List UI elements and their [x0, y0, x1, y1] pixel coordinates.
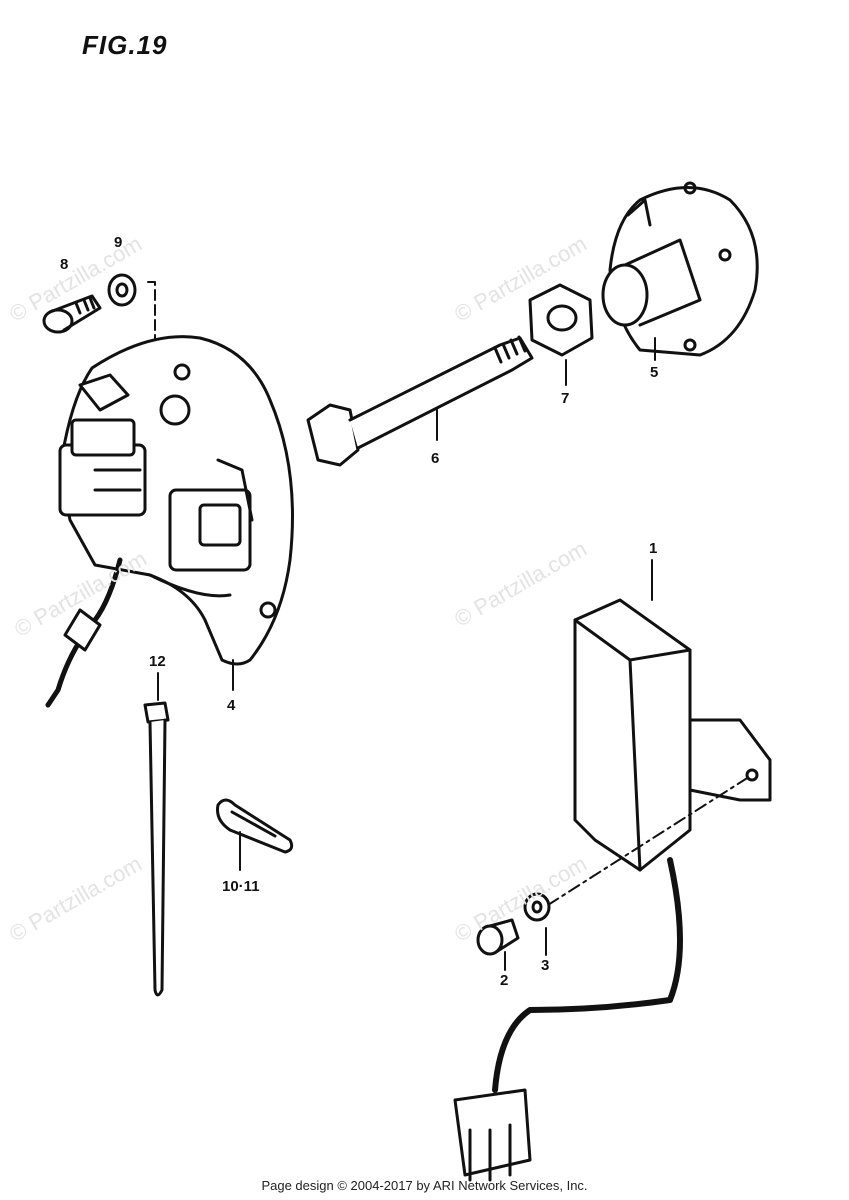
- part-1-igniter: [453, 598, 772, 1182]
- part-8-screw: [42, 294, 102, 334]
- part-7-nut: [528, 283, 594, 357]
- callout-12: 12: [149, 653, 166, 670]
- part-3-washer: [523, 892, 551, 922]
- part-2-screw: [476, 918, 520, 956]
- part-5-advancer: [601, 181, 759, 357]
- callout-3: 3: [541, 957, 550, 974]
- callout-8: 8: [60, 256, 69, 273]
- part-10-11-clamp: [216, 798, 294, 854]
- figure-title: FIG.19: [82, 30, 168, 60]
- part-6-bolt: [306, 335, 534, 467]
- callout-2: 2: [500, 972, 509, 989]
- callout-6: 6: [431, 450, 440, 467]
- callout-5: 5: [650, 364, 659, 381]
- callout-4: 4: [227, 697, 236, 714]
- callout-7: 7: [561, 390, 570, 407]
- part-4-pickup-plate: [45, 335, 294, 708]
- callout-10-11: 10·11: [222, 878, 260, 895]
- part-9-washer: [107, 273, 137, 307]
- callout-9: 9: [114, 234, 123, 251]
- callout-1: 1: [649, 540, 658, 557]
- part-12-cable-tie: [143, 701, 170, 997]
- footer-copyright: Page design © 2004-2017 by ARI Network S…: [261, 1178, 588, 1193]
